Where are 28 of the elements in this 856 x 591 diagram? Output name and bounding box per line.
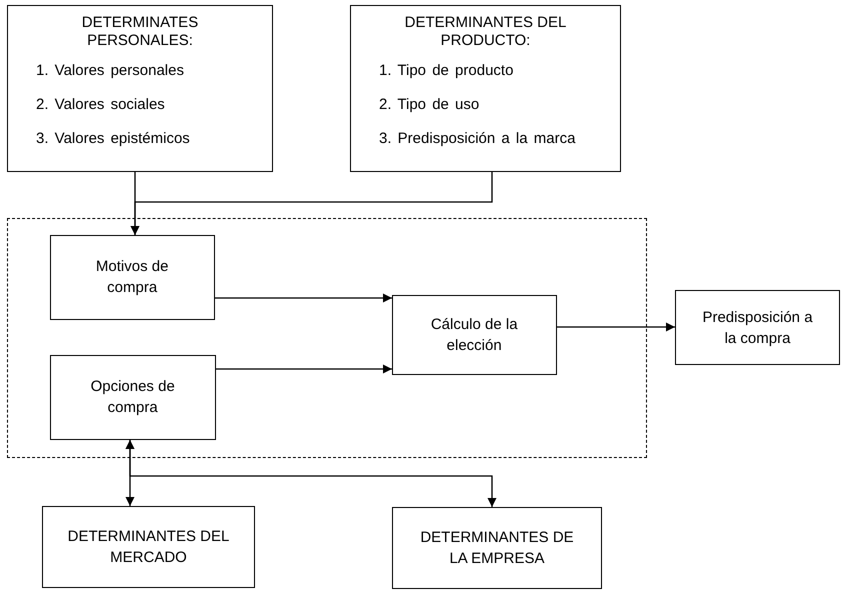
list-item: 2. Tipo de uso bbox=[379, 96, 480, 114]
box-label: DETERMINANTES DE LA EMPRESA bbox=[419, 528, 575, 569]
process-box bbox=[7, 5, 273, 172]
list-item: 2. Valores sociales bbox=[36, 96, 165, 114]
process-box bbox=[350, 5, 621, 172]
box-label: Cálculo de la elección bbox=[430, 314, 519, 356]
box-label: Motivos de compra bbox=[94, 257, 170, 298]
dashed-group-box bbox=[7, 218, 647, 458]
list-item: 1. Valores personales bbox=[36, 62, 184, 80]
list-item: 1. Tipo de producto bbox=[379, 62, 514, 80]
box-label: Opciones de compra bbox=[90, 377, 176, 418]
list-item: 3. Predisposición a la marca bbox=[379, 130, 576, 148]
process-box bbox=[392, 507, 602, 589]
process-box bbox=[392, 294, 557, 375]
arrow bbox=[216, 364, 392, 374]
box-label: Predisposición a la compra bbox=[701, 308, 814, 348]
arrow bbox=[130, 172, 493, 235]
process-box bbox=[50, 354, 216, 440]
box-label: DETERMINANTES DEL MERCADO bbox=[66, 527, 230, 568]
box-heading: DETERMINATES PERSONALES: bbox=[80, 14, 200, 50]
arrow bbox=[557, 322, 675, 332]
process-box bbox=[675, 290, 840, 365]
box-heading: DETERMINANTES DEL PRODUCTO: bbox=[404, 14, 568, 50]
process-box bbox=[42, 506, 255, 588]
arrow bbox=[215, 294, 392, 302]
arrow bbox=[126, 440, 496, 507]
list-item: 3. Valores epistémicos bbox=[36, 130, 190, 148]
process-box bbox=[50, 234, 215, 320]
